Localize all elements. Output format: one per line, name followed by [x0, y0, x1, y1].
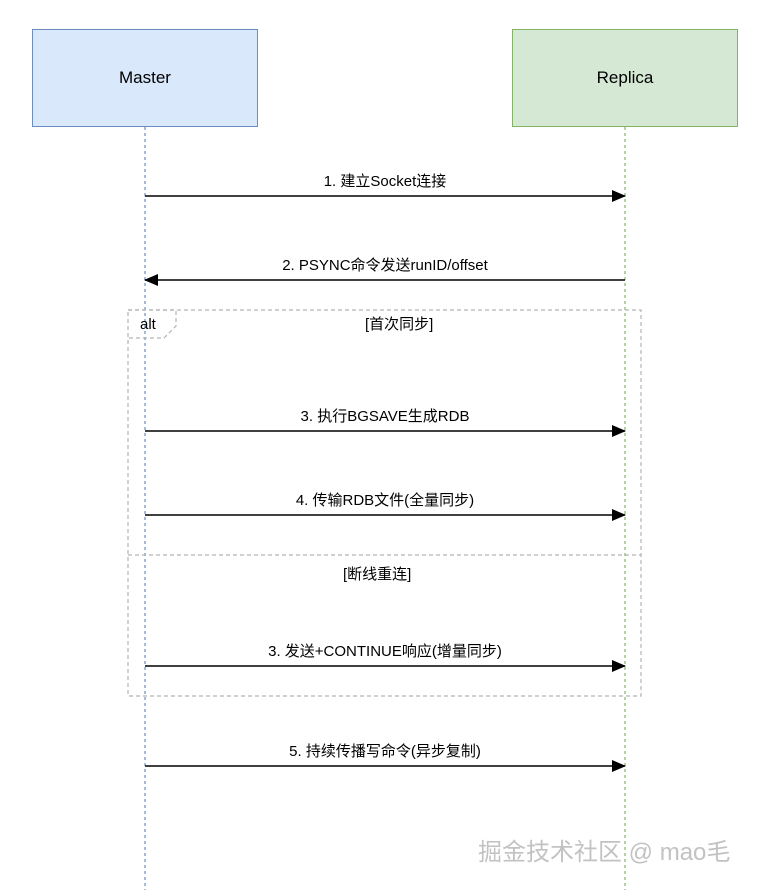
message-label-5: 3. 发送+CONTINUE响应(增量同步) [268, 643, 502, 660]
master-participant-label: Master [119, 68, 171, 87]
alt-frame [127, 309, 642, 697]
message-label-2: 2. PSYNC命令发送runID/offset [282, 257, 488, 274]
message-label-1: 1. 建立Socket连接 [323, 173, 447, 190]
alt-frame-tag: alt [140, 316, 156, 333]
watermark-text: 掘金技术社区 @ mao毛 [478, 839, 731, 866]
replica-participant-label: Replica [596, 68, 654, 87]
replica-participant: Replica [512, 29, 738, 127]
master-participant: Master [32, 29, 258, 127]
alt-guard-first: [首次同步] [365, 316, 434, 333]
alt-guard-second: [断线重连] [343, 566, 412, 583]
message-label-6: 5. 持续传播写命令(异步复制) [289, 743, 481, 760]
message-label-4: 4. 传输RDB文件(全量同步) [295, 492, 475, 509]
message-label-3: 3. 执行BGSAVE生成RDB [300, 408, 470, 425]
alt-frame-tag-box [128, 309, 177, 339]
